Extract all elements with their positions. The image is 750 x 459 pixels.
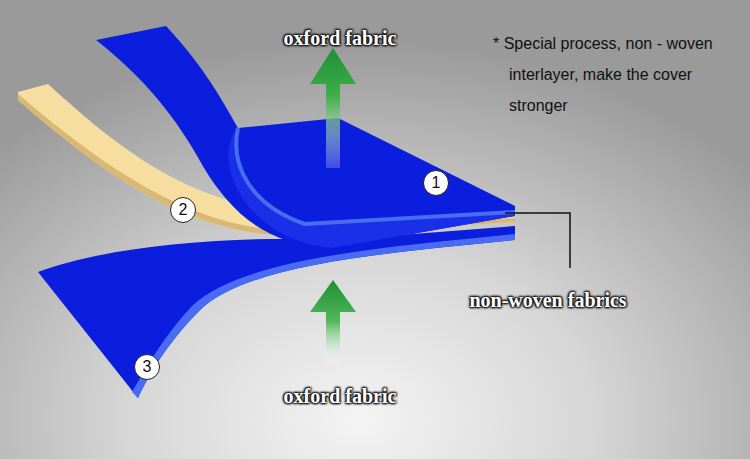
bottom-oxford-layer (38, 226, 515, 398)
up-arrow (310, 48, 356, 168)
callout-number: 2 (170, 197, 196, 223)
top-layer-rim (236, 128, 515, 224)
layer-name: oxford fabric (284, 385, 397, 408)
leader-line (505, 213, 570, 268)
top-oxford-layer (96, 26, 515, 248)
callout-number: 3 (134, 354, 160, 380)
up-arrow-2 (310, 280, 356, 362)
bottom-layer-edge (132, 234, 515, 398)
process-note: * Special process, non - woven interlaye… (493, 28, 745, 121)
layer-name: oxford fabric (284, 27, 397, 50)
layer-name: non-woven fabrics (469, 289, 626, 312)
top-layer-edge (228, 128, 515, 248)
callout-number: 1 (423, 170, 449, 196)
